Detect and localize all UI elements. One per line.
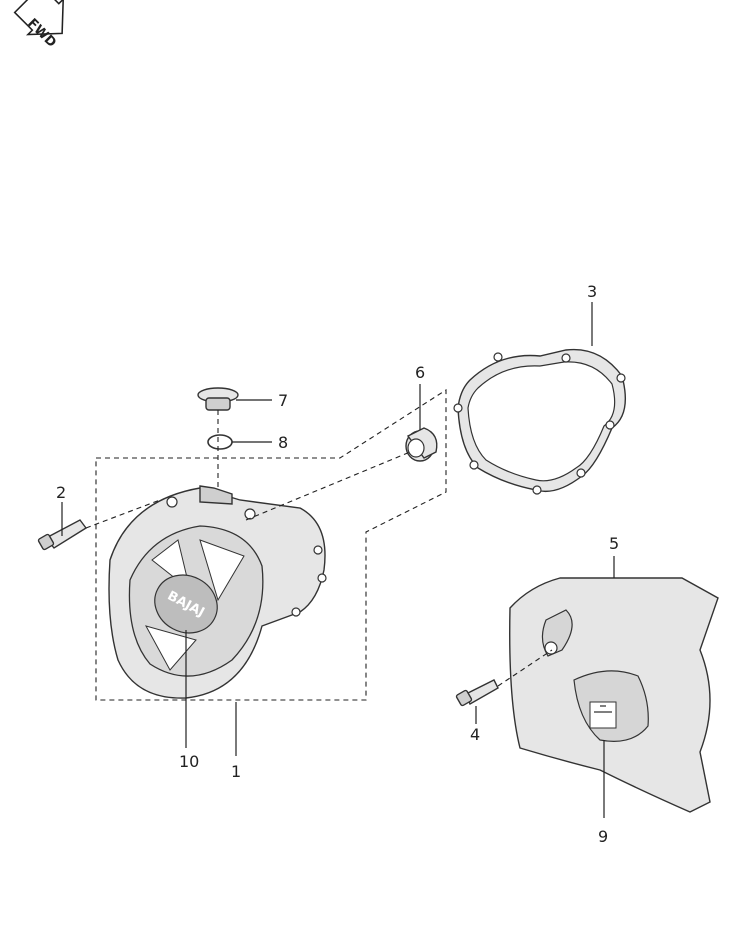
plug [197,387,239,411]
callout-7: 7 [278,391,288,410]
emblem: BAJAJ [154,574,218,634]
callout-5: 5 [609,534,619,553]
o-ring [207,434,233,450]
callout-3: 3 [587,282,597,301]
alignment-lines [85,410,553,687]
forward-arrow-icon: FWD [13,0,65,51]
assembly-boundary [95,388,447,701]
callout-4: 4 [470,725,480,744]
leader-lines [61,302,615,818]
callout-1: 1 [231,762,241,781]
callout-9: 9 [598,827,608,846]
callout-6: 6 [415,363,425,382]
callout-numbers: 1 2 3 4 5 6 7 8 9 10 [56,282,619,846]
cover [108,485,327,699]
warning-label [589,701,617,729]
collar [405,427,438,462]
callout-10: 10 [179,752,199,771]
gasket [453,348,626,495]
bolt-left [37,519,88,551]
callout-2: 2 [56,483,66,502]
guard [509,577,719,813]
bolt-right [455,679,499,707]
callout-8: 8 [278,433,288,452]
